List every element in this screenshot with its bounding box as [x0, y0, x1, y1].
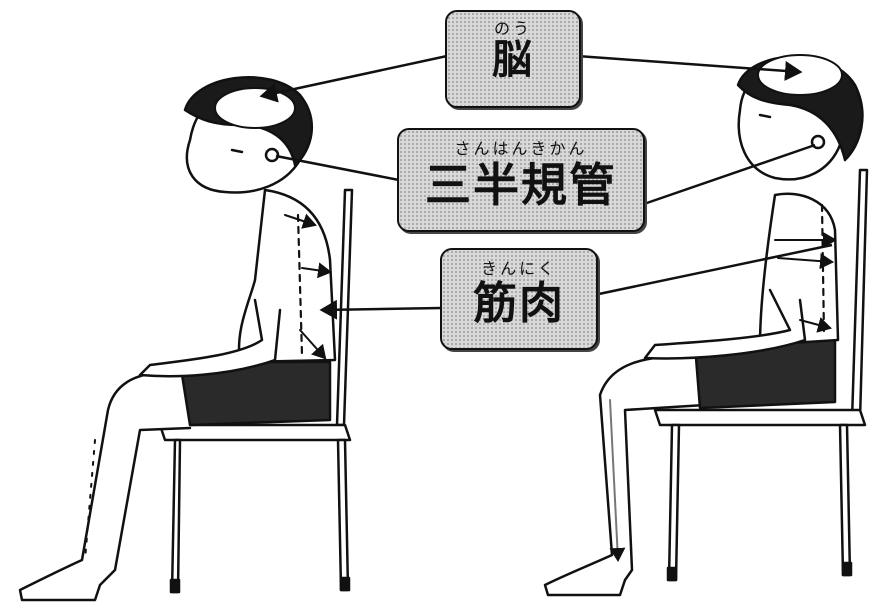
right-chair	[653, 168, 869, 582]
left-arm	[138, 298, 282, 378]
muscle-furigana: きんにく	[481, 259, 557, 278]
muscle-line-left	[319, 299, 443, 320]
brain-label-box: のう 脳	[445, 10, 581, 108]
left-figure-slouching	[18, 76, 354, 602]
muscle-label: 筋肉	[473, 278, 565, 329]
connector-lines	[259, 54, 833, 320]
semicircular-canals-furigana: さんはんきかん	[454, 139, 588, 158]
right-arm	[643, 288, 807, 360]
left-chair	[158, 188, 354, 594]
muscle-label-box: きんにく 筋肉	[440, 248, 598, 350]
brain-line-left	[259, 54, 448, 103]
canal-line-right	[640, 143, 816, 207]
left-legs	[18, 368, 192, 602]
right-muscle-arrows	[774, 232, 837, 333]
right-legs	[543, 353, 707, 597]
brain-furigana: のう	[493, 19, 532, 38]
right-head	[736, 54, 864, 181]
semicircular-canals-label-box: さんはんきかん 三半規管	[397, 128, 645, 232]
muscle-line-right	[593, 243, 833, 297]
left-muscle-arrows	[284, 213, 332, 360]
left-head	[183, 76, 314, 194]
brain-label: 脳	[492, 37, 534, 83]
right-figure-upright	[543, 54, 869, 597]
canal-line-left	[275, 154, 400, 182]
brain-line-right	[576, 54, 803, 81]
semicircular-canals-label: 三半規管	[425, 158, 617, 212]
